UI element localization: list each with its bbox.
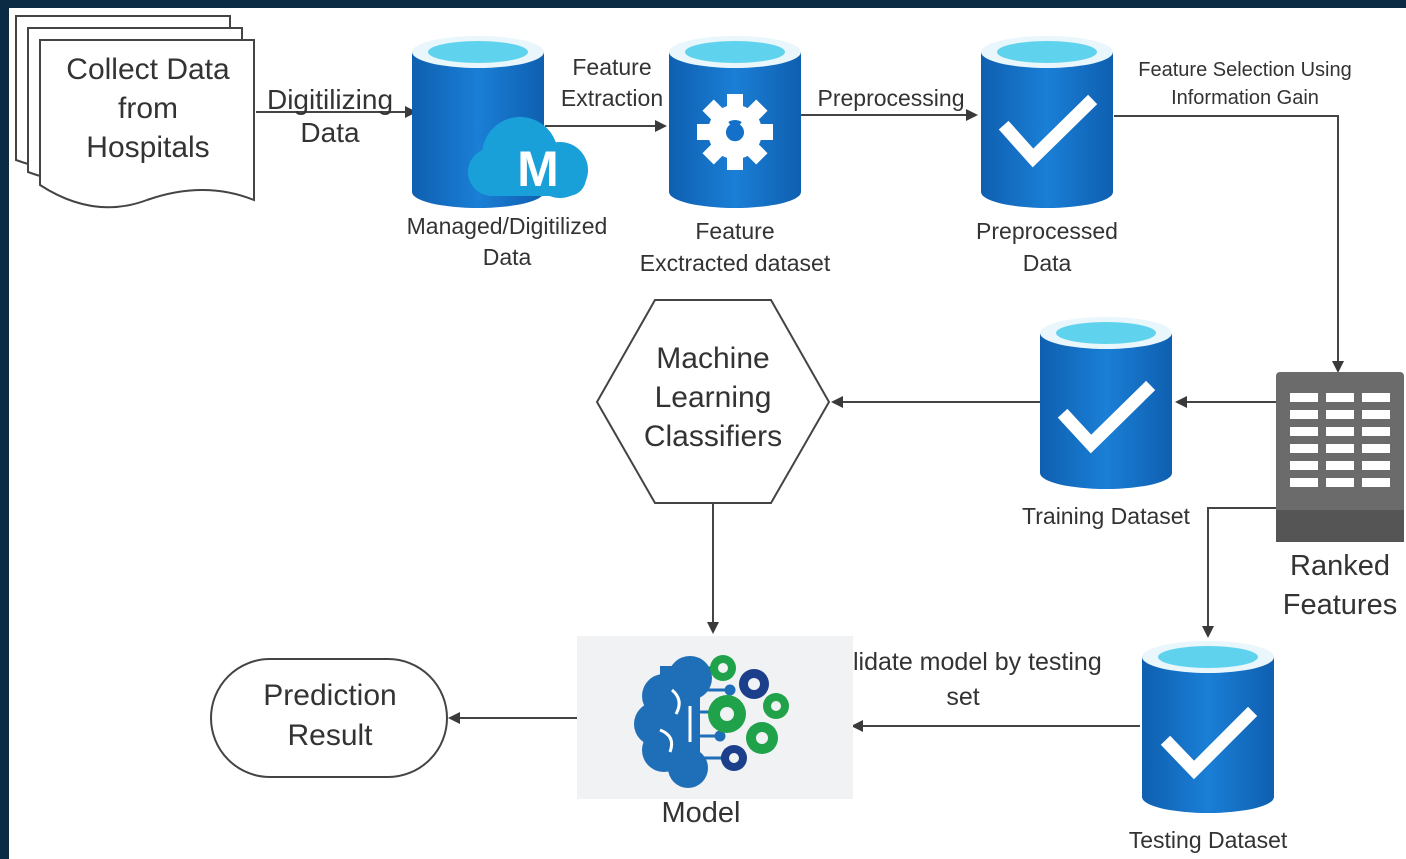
collect-label-line3: Hospitals [86,131,209,164]
feature-extracted-label-line1: Feature [695,218,774,244]
edge-preprocessed-to-ranked [1114,115,1344,373]
ranked-label-line2: Features [1283,589,1397,621]
prediction-label-line2: Result [287,719,373,752]
check-database-icon [1040,317,1172,489]
training-label: Training Dataset [1022,503,1191,529]
ranked-label-line1: Ranked [1290,550,1390,582]
collect-data-node: Collect Data from Hospitals [15,15,255,209]
prediction-label-line1: Prediction [263,679,396,712]
managed-label-line1: Managed/Digitilized [407,213,608,239]
edge-label-feature-extraction-2: Extraction [561,85,663,111]
managed-badge: M [517,141,559,197]
connectors [256,106,1344,732]
ml-label-line1: Machine [656,342,769,375]
model-label: Model [662,797,741,829]
model-node: Model [577,636,853,829]
check-database-icon [1142,641,1274,813]
edge-label-preprocessing: Preprocessing [817,85,964,111]
edge-label-validate-2: set [946,683,979,711]
feature-extracted-label-line2: Exctracted dataset [640,250,831,276]
managed-label-line2: Data [483,244,532,270]
prediction-result-node: Prediction Result [210,658,448,778]
testing-dataset-node: Testing Dataset [1129,641,1288,853]
check-database-icon [981,36,1113,208]
edge-label-digitilizing: Digitilizing [267,84,393,115]
preprocessed-label-line2: Data [1023,250,1072,276]
edge-label-validate: Validate model by testing [824,648,1101,676]
gear-database-icon [669,36,801,208]
managed-data-node: M Managed/Digitilized Data [407,36,608,270]
preprocessed-label-line1: Preprocessed [976,218,1118,244]
testing-label: Testing Dataset [1129,827,1288,853]
collect-label-line2: from [118,92,178,125]
server-rack-icon [1276,372,1404,542]
brain-gears-icon [634,655,789,788]
ml-label-line2: Learning [655,381,772,414]
collect-label-line1: Collect Data [66,53,230,86]
edge-label-digitilizing-2: Data [300,117,360,148]
training-dataset-node: Training Dataset [1022,317,1191,529]
cloud-database-icon: M [412,36,588,208]
ml-label-line3: Classifiers [644,420,782,453]
edge-label-feature-selection: Feature Selection Using [1138,59,1351,81]
edge-label-feature-selection-2: Information Gain [1171,87,1319,109]
feature-extracted-node: Feature Exctracted dataset [640,36,831,276]
edge-ranked-to-testing [1202,507,1276,638]
edge-label-feature-extraction: Feature [572,54,651,80]
ranked-features-node: Ranked Features [1276,372,1404,621]
preprocessed-node: Preprocessed Data [976,36,1118,276]
ml-classifiers-node: Machine Learning Classifiers [595,299,831,504]
